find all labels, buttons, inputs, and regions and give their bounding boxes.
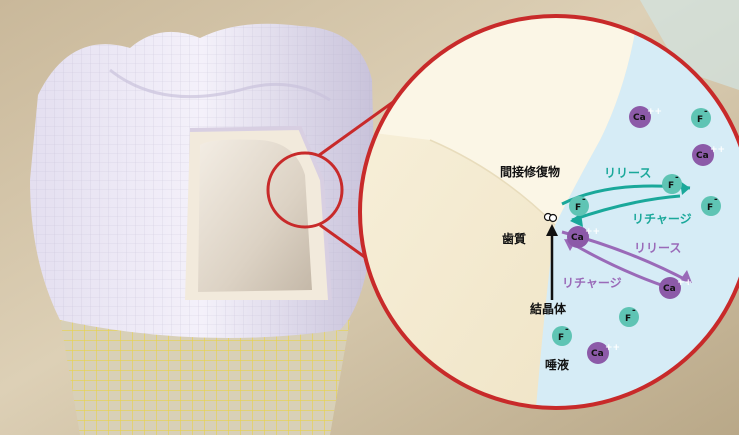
svg-text:++: ++	[647, 107, 662, 117]
svg-text:F: F	[707, 203, 713, 213]
svg-text:++: ++	[585, 227, 600, 237]
svg-text:++: ++	[710, 145, 725, 155]
label-saliva: 唾液	[545, 357, 569, 372]
svg-text:F: F	[668, 181, 674, 191]
svg-text:-: -	[582, 195, 586, 205]
svg-text:-: -	[704, 107, 708, 117]
svg-text:Ca: Ca	[633, 113, 646, 123]
label-recharge-top: リチャージ	[632, 212, 692, 226]
svg-text:F: F	[625, 314, 631, 324]
svg-text:-: -	[714, 195, 718, 205]
label-release-bottom: リリース	[634, 241, 681, 255]
svg-text:F: F	[575, 203, 581, 213]
svg-text:++: ++	[605, 343, 620, 353]
label-indirect-restoration: 間接修復物	[500, 164, 560, 179]
svg-text:-: -	[632, 306, 636, 316]
label-release-top: リリース	[604, 166, 651, 180]
svg-text:Ca: Ca	[663, 284, 676, 294]
svg-text:Ca: Ca	[696, 151, 709, 161]
label-crystal: 結晶体	[530, 301, 567, 316]
label-recharge-bottom: リチャージ	[562, 276, 622, 290]
svg-text:Ca: Ca	[571, 233, 584, 243]
svg-text:-: -	[565, 325, 569, 335]
label-enamel: 歯質	[502, 231, 526, 246]
svg-text:F: F	[558, 333, 564, 343]
svg-text:Ca: Ca	[591, 349, 604, 359]
svg-text:-: -	[675, 173, 679, 183]
svg-text:F: F	[697, 115, 703, 125]
svg-text:++: ++	[677, 278, 692, 288]
